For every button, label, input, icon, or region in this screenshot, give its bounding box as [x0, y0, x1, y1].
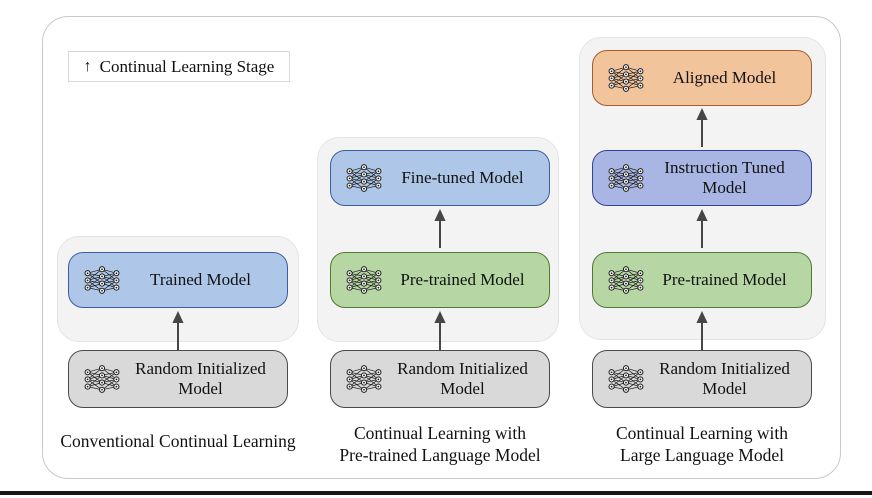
box-aligned-model: Aligned Model — [592, 50, 812, 106]
model-label: Random Initialized Model — [659, 358, 790, 398]
box-random-initialized-model: Random Initialized Model — [330, 350, 550, 408]
up-arrow-icon — [695, 310, 709, 350]
box-trained-model: Trained Model — [68, 252, 288, 308]
neural-network-icon — [346, 365, 382, 393]
box-random-initialized-model: Random Initialized Model — [68, 350, 288, 408]
up-arrow-icon — [695, 107, 709, 147]
model-label: Instruction Tuned Model — [664, 157, 785, 197]
box-random-initialized-model: Random Initialized Model — [592, 350, 812, 408]
neural-network-icon — [608, 266, 644, 294]
box-pre-trained-model: Pre-trained Model — [330, 252, 550, 308]
up-arrow-icon — [433, 310, 447, 350]
model-label: Pre-trained Model — [400, 269, 525, 289]
up-arrow-icon: ↑ — [83, 57, 92, 75]
up-arrow-icon — [433, 208, 447, 248]
model-label: Pre-trained Model — [662, 269, 787, 289]
up-arrow-icon — [171, 310, 185, 350]
caption-continual-learning-pretrained-lm: Continual Learning with Pre-trained Lang… — [339, 423, 541, 465]
box-pre-trained-model: Pre-trained Model — [592, 252, 812, 308]
model-label: Trained Model — [150, 269, 251, 289]
bottom-border-line — [0, 491, 872, 495]
caption-continual-learning-llm: Continual Learning with Large Language M… — [615, 423, 789, 465]
model-label: Fine-tuned Model — [401, 167, 524, 187]
up-arrow-icon — [695, 208, 709, 248]
box-instruction-tuned-model: Instruction Tuned Model — [592, 150, 812, 206]
neural-network-icon — [84, 266, 120, 294]
neural-network-icon — [346, 266, 382, 294]
neural-network-icon — [608, 64, 644, 92]
caption-conventional-continual-learning: Conventional Continual Learning — [60, 431, 296, 451]
legend-label: Continual Learning Stage — [99, 56, 275, 76]
model-label: Aligned Model — [672, 67, 777, 87]
neural-network-icon — [84, 365, 120, 393]
legend: ↑ Continual Learning Stage — [68, 51, 290, 82]
box-fine-tuned-model: Fine-tuned Model — [330, 150, 550, 206]
model-label: Random Initialized Model — [135, 358, 266, 398]
neural-network-icon — [608, 365, 644, 393]
model-label: Random Initialized Model — [397, 358, 528, 398]
neural-network-icon — [608, 164, 644, 192]
neural-network-icon — [346, 164, 382, 192]
